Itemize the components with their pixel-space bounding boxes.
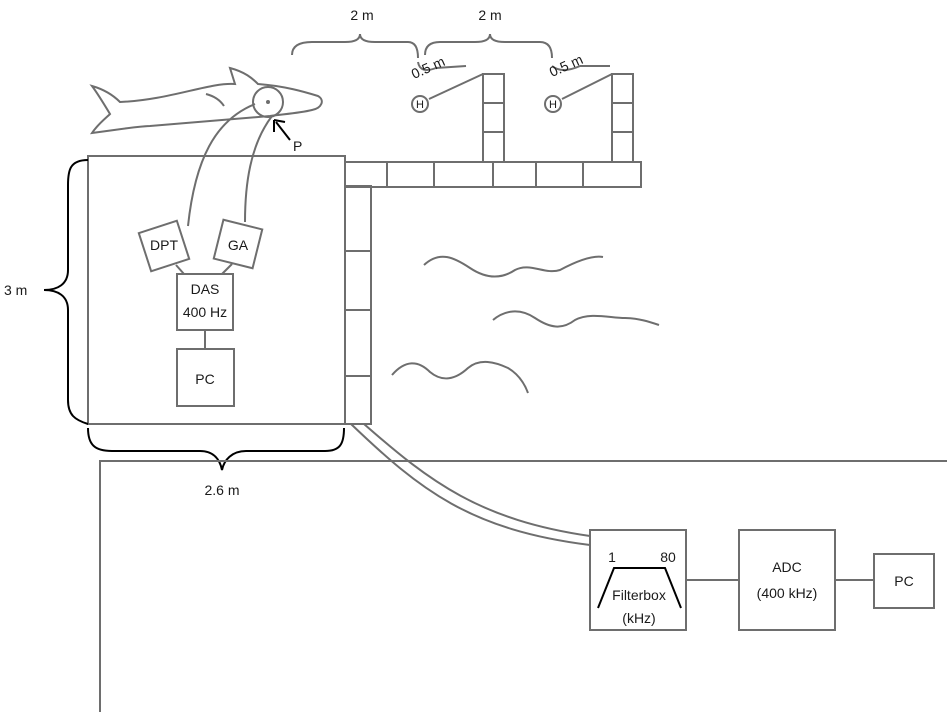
hydrophone-2-label: H [549,99,557,111]
water-waves [391,255,660,394]
hydrophone-cable [350,423,591,546]
das-label-2: 400 Hz [183,304,227,320]
building-outline [99,460,947,712]
hydrophone-1: H [411,95,429,113]
hydrophone-1-label: H [416,99,424,111]
pressure-label: P [293,138,302,154]
height-bracket [43,159,89,425]
width-bracket [87,427,345,471]
pool-pc-label: PC [195,371,214,387]
height-label: 3 m [4,282,27,298]
ga-to-das [221,263,233,275]
sensor-cables [187,103,273,227]
filterbox: 1 80 Filterbox (kHz) [589,529,687,631]
hydrophone-2: H [544,95,562,113]
spacing-brackets [291,33,610,71]
vertical-wall [344,185,372,425]
filter-low-label: 1 [608,549,616,565]
ga-box: GA [212,218,264,270]
filter-high-label: 80 [660,549,676,565]
filterbox-label: Filterbox [612,587,666,603]
dpt-box: DPT [137,219,191,273]
das-box: DAS 400 Hz [176,273,234,331]
pressure-arrow [273,119,291,141]
recording-pc-box: PC [873,553,935,609]
spacing-label-1: 2 m [350,7,373,23]
adc-box: ADC (400 kHz) [738,529,836,631]
das-label-1: DAS [191,281,220,297]
dolphin [89,66,323,135]
adc-label-1: ADC [772,559,802,575]
horizontal-deck [344,161,642,188]
spacing-label-2: 2 m [478,7,501,23]
offset-label-1: 0.5 m [409,53,447,82]
hydrophone-post-2 [561,73,634,163]
dpt-label: DPT [150,237,178,253]
dpt-to-das [175,264,185,275]
adc-label-2: (400 kHz) [757,585,818,601]
recording-pc-label: PC [894,573,913,589]
ga-label: GA [228,237,249,253]
hydrophone-post-1 [428,73,505,163]
width-label: 2.6 m [204,482,239,498]
pool-pc-box: PC [176,348,235,407]
filter-unit-label: (kHz) [622,610,655,626]
